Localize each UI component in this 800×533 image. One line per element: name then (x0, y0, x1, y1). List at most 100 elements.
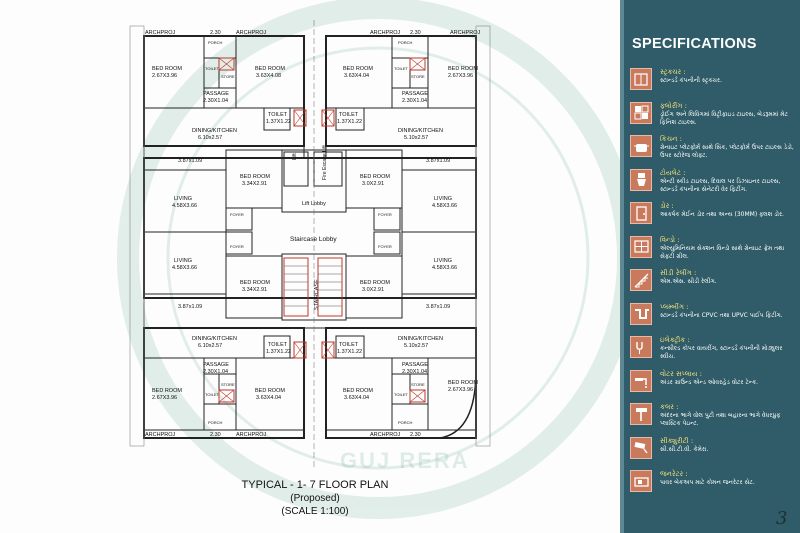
room-label: BED ROOM (448, 66, 478, 72)
lift-label: Lift (292, 153, 298, 160)
room-dimension: 2.67X3.96 (152, 73, 178, 79)
specifications-title: SPECIFICATIONS (632, 36, 757, 52)
spec-heading: ફ્લોરીંગ : (660, 101, 688, 110)
specifications-panel: SPECIFICATIONS સ્ટ્રક્ચર : સ્ટાન્ડર્ડ કંપ… (620, 0, 800, 533)
room-label: TOILET (268, 342, 288, 348)
room-label: BED ROOM (343, 388, 373, 394)
lift-lobby-label: Lift Lobby (302, 201, 326, 207)
room-dimension: 2.30X1.04 (203, 98, 229, 104)
plumbing-icon (630, 302, 652, 325)
room-label: LIVING (174, 196, 193, 202)
room-label: BED ROOM (360, 174, 390, 180)
dimension-label: 2.30 (210, 432, 221, 438)
room-dimension: 6.10x2.57 (198, 343, 223, 349)
room-label: TOILET (394, 66, 408, 71)
room-label: BED ROOM (240, 174, 270, 180)
spec-description: એમ.એસ. સીડી રેલીંગ. (660, 278, 717, 285)
room-dimension: 3.0X2.91 (362, 181, 385, 187)
spec-item: ફ્લોરીંગ :ડ્રોઈંગ અને લિવિંગમાં વિટ્રીફા… (630, 101, 796, 136)
room-dimension: 2.30X1.04 (402, 369, 428, 375)
room-label: BED ROOM (255, 388, 285, 394)
arch-label: ARCHPROJ (236, 432, 267, 438)
rera-watermark (117, 0, 620, 519)
arch-label: ARCHPROJ (450, 30, 481, 36)
window-icon (630, 235, 652, 258)
room-dimension: 4.58X3.66 (172, 203, 198, 209)
room-label: LIVING (434, 196, 453, 202)
room-label: PORCH (208, 40, 223, 45)
arch-label: ARCHPROJ (236, 30, 267, 36)
room-label: DINING/KITCHEN (192, 128, 237, 134)
room-dimension: 2.67X3.96 (152, 395, 178, 401)
spec-heading: ડોર : (660, 202, 674, 210)
painting-icon (630, 403, 652, 425)
spec-description: સ્ટાન્ડર્ડ કંપનીના CPVC તથા UPVC પાઈપ ફિ… (660, 311, 783, 319)
dimension-label: 2.30 (210, 30, 221, 36)
floor-plan-drawing (117, 0, 620, 519)
room-label: STORE (411, 382, 425, 387)
room-dimension: 3.87x1.09 (426, 158, 451, 164)
generator-icon (630, 470, 652, 492)
room-label: FOYER (230, 244, 244, 249)
room-dimension: 4.58X3.66 (432, 203, 458, 209)
cctv-icon (630, 436, 652, 459)
room-dimension: 3.63X4.04 (256, 395, 282, 401)
kitchen-icon (630, 135, 652, 157)
room-label: TOILET (268, 112, 288, 118)
room-label: BED ROOM (152, 388, 182, 394)
water-tap-icon (630, 369, 652, 392)
spec-heading: કિચન : (660, 135, 682, 143)
staircase-label: STAIRCASE (314, 279, 320, 310)
spec-heading: સ્ટ્રક્ચર : (660, 68, 686, 76)
spec-item: ટોયલેટ :એન્ટી સ્કીડ ટાઇલ્સ, દિવાલ પર ડિઝ… (630, 168, 796, 203)
room-label: DINING/KITCHEN (398, 128, 443, 134)
spec-item: કલર :અંદરના ભાગે વોલ પુટી તથા બહારના ભાગ… (630, 403, 796, 437)
structure-icon (630, 68, 652, 90)
fire-escape-lift-label: Fire Escape Lift (322, 145, 328, 180)
door-icon (630, 202, 652, 224)
spec-heading: વિન્ડો : (660, 235, 680, 244)
plan-subtitle: (Proposed) (290, 493, 340, 504)
spec-item: કિચન :ગ્રેનાઇટ પ્લેટફોર્મ સાથે સિંક, પ્લ… (630, 135, 796, 169)
spec-description: કન્સીલ્ડ કોપર વાયરીંગ, સ્ટાન્ડર્ડ કંપનીન… (660, 345, 783, 360)
room-label: BED ROOM (255, 66, 285, 72)
spec-item: સીક્યુરીટી :સી.સી.ટી.વી. કેમેરા. (630, 436, 796, 471)
spec-description: ગ્રેનાઇટ પ્લેટફોર્મ સાથે સિંક, પ્લેટફોર્… (660, 144, 794, 159)
room-dimension: 3.87x1.09 (178, 158, 203, 164)
room-label: STORE (411, 74, 425, 79)
room-label: TOILET (339, 342, 359, 348)
room-label: TOILET (205, 392, 219, 397)
room-dimension: 3.63X4.04 (344, 73, 370, 79)
room-label: PORCH (398, 420, 413, 425)
dimension-label: 2.30 (410, 432, 421, 438)
room-label: LIVING (174, 258, 193, 264)
room-dimension: 2.30X1.04 (402, 98, 428, 104)
room-dimension: 5.10x2.57 (404, 135, 429, 141)
spec-item: ડોર :આકર્ષક મેઈન ડોર તથા અન્ય (30MM) ફ્લ… (630, 202, 796, 236)
spec-description: સી.સી.ટી.વી. કેમેરા. (660, 445, 709, 453)
room-dimension: 2.30X1.04 (203, 369, 229, 375)
spec-heading: વોટર સપ્લાય : (660, 369, 702, 378)
room-label: TOILET (205, 66, 219, 71)
dimension-label: 2.30 (410, 30, 421, 36)
arch-label: ARCHPROJ (370, 432, 401, 438)
room-label: PASSAGE (402, 362, 428, 368)
spec-item: ઇલેક્ટ્રીક :કન્સીલ્ડ કોપર વાયરીંગ, સ્ટાન… (630, 336, 796, 370)
room-label: STORE (221, 74, 235, 79)
rera-watermark-text: GUJ RERA (340, 448, 470, 473)
page-number: 3 (776, 508, 788, 529)
room-dimension: 3.34X2.91 (242, 181, 268, 187)
plan-scale: (SCALE 1:100) (281, 506, 349, 517)
arch-label: ARCHPROJ (370, 30, 401, 36)
spec-description: એન્ટી સ્કીડ ટાઇલ્સ, દિવાલ પર ડિઝાઇનર ટાઇ… (660, 177, 781, 193)
arch-label: ARCHPROJ (145, 432, 176, 438)
spec-description: અંડર ગ્રાઉન્ડ એન્ડ ઓવરહેડ વોટર ટેન્ક. (660, 378, 759, 386)
spec-item: સીડી રેલીંગ :એમ.એસ. સીડી રેલીંગ. (630, 269, 796, 303)
room-label: FOYER (378, 244, 392, 249)
spec-item: વોટર સપ્લાય :અંડર ગ્રાઉન્ડ એન્ડ ઓવરહેડ વ… (630, 369, 796, 404)
room-label: BED ROOM (152, 66, 182, 72)
room-label: DINING/KITCHEN (398, 336, 443, 342)
floor-plan-area: ARCHPROJ 2.30 ARCHPROJ 2.30 ARCHPROJ ARC… (117, 0, 620, 519)
plan-title: TYPICAL - 1- 7 FLOOR PLAN (241, 479, 389, 491)
room-dimension: 3.87x1.09 (178, 304, 203, 310)
